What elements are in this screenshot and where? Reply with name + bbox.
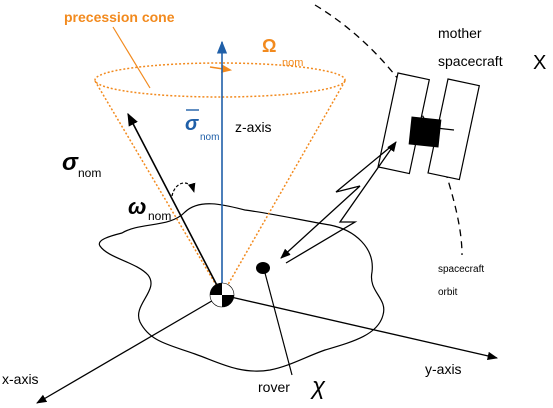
uplink-arrow (285, 141, 397, 264)
sigma-bar-subscript: nom (200, 132, 219, 143)
precession-cone-ellipse (94, 62, 346, 98)
rover-label: rover (258, 379, 290, 395)
origin-marker (209, 282, 235, 308)
mother-label-line2: spacecraft (438, 53, 503, 69)
sigma-bar-symbol: σ (185, 113, 199, 135)
rover-symbol: χ (310, 373, 326, 400)
small-omega-symbol: ω (128, 194, 146, 219)
z-axis-label: z-axis (235, 119, 272, 135)
small-omega-subscript: nom (148, 209, 171, 223)
y-axis-label: y-axis (425, 361, 462, 377)
asteroid-outline (98, 203, 385, 372)
rover-label-leader (264, 272, 293, 376)
small-omega-rotation-arrow (171, 182, 196, 197)
rover-marker (256, 262, 270, 274)
sigma-nom-symbol: σ (62, 149, 79, 176)
mother-label-line1: mother (438, 25, 482, 41)
spacecraft-orbit-label-line2: orbit (438, 287, 458, 298)
x-axis-label: x-axis (2, 371, 39, 387)
cone-label-leader (112, 26, 151, 89)
downlink-arrow (280, 143, 395, 259)
mother-spacecraft-symbol: X (533, 52, 546, 74)
spacecraft-orbit-label-line1: spacecraft (438, 264, 484, 275)
mother-spacecraft (377, 72, 481, 181)
omega-nom-symbol: Ω (262, 36, 276, 56)
y-axis-arrow (221, 294, 499, 360)
sigma-nom-subscript: nom (78, 166, 101, 180)
sigma-nom-arrow (127, 112, 223, 296)
omega-nom-subscript: nom (282, 57, 303, 69)
x-axis-arrow (36, 294, 223, 404)
precession-cone-label: precession cone (64, 9, 175, 25)
cone-left-edge (94, 80, 223, 296)
omega-rotation-arrow (209, 64, 233, 73)
cone-right-edge (221, 80, 346, 296)
